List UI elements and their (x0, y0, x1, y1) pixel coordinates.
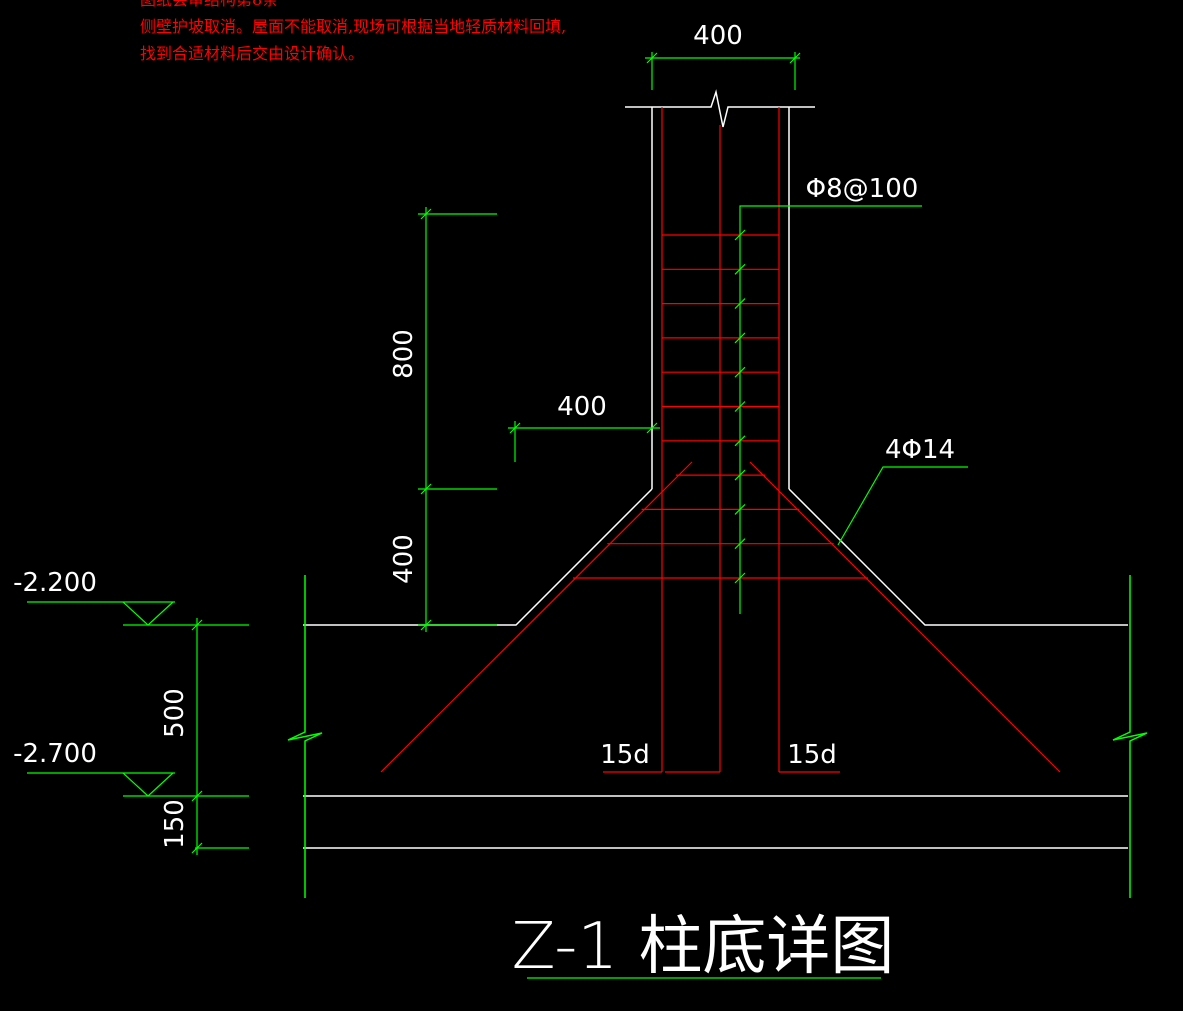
stirrup-spec-label: Φ8@100 (806, 174, 919, 204)
elev-marker-bottom-triangle (122, 772, 174, 797)
note-line-1: 图纸会审结构第8条 (140, 0, 566, 13)
dim-tick (420, 483, 432, 495)
elevation-top-label: -2.200 (13, 568, 97, 598)
stirrup-leader (734, 205, 968, 614)
design-notes: 图纸会审结构第8条 侧壁护坡取消。屋面不能取消,现场可根据当地轻质材料回填, 找… (140, 0, 566, 67)
dim-tick (191, 842, 203, 854)
stirrup-tick (734, 503, 746, 515)
anchor-right-label: 15d (787, 740, 837, 770)
note-line-2: 侧壁护坡取消。屋面不能取消,现场可根据当地轻质材料回填, (140, 17, 567, 36)
dimension-lines (27, 52, 881, 979)
column-break-line (625, 89, 815, 128)
dim-tick (509, 422, 521, 434)
dim-offset-400: 400 (557, 392, 607, 422)
rebar (380, 107, 1061, 773)
stirrup-tick (734, 263, 746, 275)
dim-tick (789, 52, 801, 64)
haunch-bar-left (380, 461, 693, 773)
stirrup-tick (734, 435, 746, 447)
stirrup-leader-line (739, 205, 922, 614)
left-break-line (287, 575, 323, 898)
main-bar-leader (837, 466, 968, 546)
stirrup-tick (734, 469, 746, 481)
dim-tick (191, 790, 203, 802)
right-break-line (1112, 575, 1148, 898)
main-bar-spec-label: 4Φ14 (885, 435, 955, 465)
note-line-3: 找到合适材料后交由设计确认。 (140, 44, 365, 63)
stirrup-tick (734, 332, 746, 344)
dim-depth-500: 500 (160, 688, 190, 738)
dim-height-400: 400 (389, 534, 419, 584)
dim-tick (646, 52, 658, 64)
stirrup-tick (734, 538, 746, 550)
haunch-bar-right (749, 461, 1061, 773)
dim-tick (420, 619, 432, 631)
haunch-right-slope (788, 488, 1128, 626)
dim-depth-150: 150 (160, 799, 190, 849)
anchor-left-label: 15d (600, 740, 650, 770)
stirrup-tick (734, 298, 746, 310)
dim-tick (420, 208, 432, 220)
elev-marker-top-triangle (122, 601, 174, 626)
stirrup-tick (734, 572, 746, 584)
stirrups (573, 234, 868, 579)
dim-tick (646, 422, 658, 434)
stirrup-tick (734, 366, 746, 378)
concrete-outline (303, 89, 1128, 849)
dim-height-800: 800 (389, 329, 419, 379)
elevation-bottom-label: -2.700 (13, 739, 97, 769)
haunch-left-slope (303, 488, 653, 626)
boundary-lines (287, 575, 1148, 898)
stirrup-ticks (734, 229, 746, 584)
stirrup-tick (734, 401, 746, 412)
stirrup-tick (734, 229, 746, 241)
dim-tick (191, 619, 203, 631)
dim-column-width: 400 (693, 21, 743, 51)
drawing-title: Z-1 柱底详图 (512, 910, 895, 984)
